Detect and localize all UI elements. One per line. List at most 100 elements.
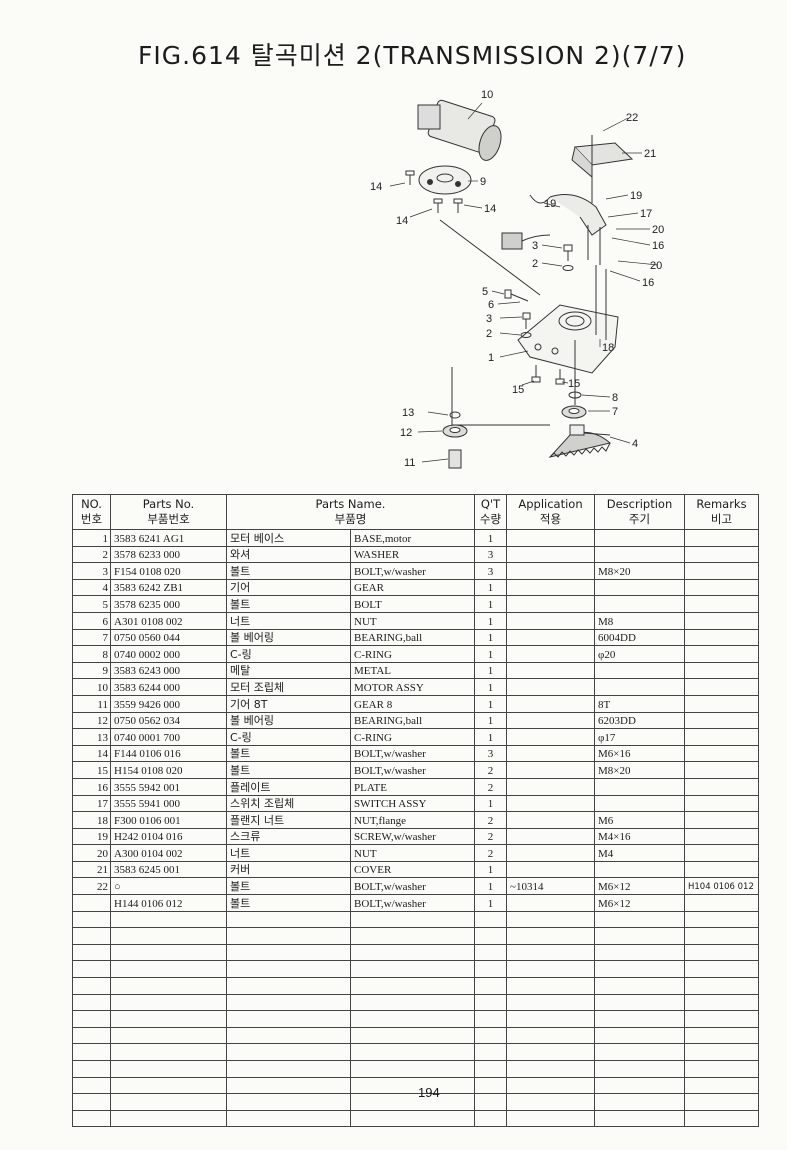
- exploded-parts-diagram: 10 22 21 9 14 14 14 19 19 17 20 16 3 2 2…: [370, 89, 664, 469]
- empty-cell: [506, 1043, 595, 1061]
- empty-cell: [594, 1043, 685, 1061]
- empty-cell: [110, 1109, 227, 1128]
- empty-cell: [226, 977, 351, 995]
- cell-app: [506, 894, 595, 912]
- callout-22: 22: [626, 112, 638, 124]
- callout-5: 5: [482, 286, 488, 298]
- cell-en: BASE,motor: [350, 529, 475, 547]
- cell-kr: C-링: [226, 728, 351, 746]
- cell-part: 0750 0560 044: [110, 628, 227, 647]
- empty-cell: [72, 1026, 111, 1045]
- empty-cell: [684, 1060, 759, 1078]
- cell-no: 11: [72, 694, 111, 713]
- cell-part: 3578 6233 000: [110, 545, 227, 564]
- cell-rem: [684, 545, 759, 564]
- cell-en: C-RING: [350, 728, 475, 746]
- cell-kr: 기어: [226, 578, 351, 597]
- empty-cell: [474, 1026, 507, 1045]
- cell-desc: [594, 777, 685, 796]
- cell-kr: 플레이트: [226, 777, 351, 796]
- cell-qty: 1: [474, 595, 507, 613]
- cell-qty: 1: [474, 661, 507, 680]
- cell-part: A300 0104 002: [110, 844, 227, 862]
- cell-qty: 3: [474, 545, 507, 564]
- cell-app: [506, 811, 595, 829]
- callout-8: 8: [612, 392, 618, 404]
- page-number: 194: [418, 1085, 440, 1100]
- cell-en: METAL: [350, 661, 475, 680]
- cell-rem: [684, 595, 759, 613]
- cell-app: [506, 827, 595, 846]
- cell-kr: 볼트: [226, 744, 351, 763]
- cell-part: 0740 0001 700: [110, 728, 227, 746]
- cell-part: 0750 0562 034: [110, 711, 227, 730]
- cell-no: 12: [72, 711, 111, 730]
- empty-cell: [594, 1026, 685, 1045]
- empty-cell: [506, 910, 595, 929]
- cell-part: 3583 6243 000: [110, 661, 227, 680]
- empty-cell: [506, 977, 595, 995]
- cell-no: 10: [72, 678, 111, 696]
- cell-part: F144 0106 016: [110, 744, 227, 763]
- cell-part: 3583 6241 AG1: [110, 529, 227, 547]
- callout-14: 14: [484, 203, 496, 215]
- cell-qty: 1: [474, 711, 507, 730]
- empty-table-row: [72, 977, 759, 995]
- cell-qty: 1: [474, 628, 507, 647]
- cell-kr: 모터 조립체: [226, 678, 351, 696]
- empty-cell: [474, 910, 507, 929]
- cell-app: [506, 728, 595, 746]
- cell-app: [506, 562, 595, 580]
- cell-rem: [684, 844, 759, 862]
- cell-en: WASHER: [350, 545, 475, 564]
- cell-part: 3578 6235 000: [110, 595, 227, 613]
- empty-cell: [72, 1043, 111, 1061]
- empty-cell: [226, 1043, 351, 1061]
- callout-17: 17: [640, 208, 652, 220]
- callout-13: 13: [402, 407, 414, 419]
- empty-cell: [226, 993, 351, 1012]
- callout-7: 7: [612, 406, 618, 418]
- cell-app: [506, 645, 595, 663]
- callout-15: 15: [568, 378, 580, 390]
- cell-app: [506, 661, 595, 680]
- empty-table-row: [72, 1093, 759, 1111]
- cell-qty: 3: [474, 562, 507, 580]
- cell-qty: 1: [474, 611, 507, 630]
- empty-cell: [226, 1010, 351, 1028]
- cell-no: 7: [72, 628, 111, 647]
- empty-cell: [594, 910, 685, 929]
- cell-rem: [684, 694, 759, 713]
- cell-app: [506, 628, 595, 647]
- empty-cell: [684, 910, 759, 929]
- cell-app: [506, 694, 595, 713]
- callout-1: 1: [488, 352, 494, 364]
- cell-rem: [684, 811, 759, 829]
- callout-3: 3: [486, 313, 492, 325]
- cell-desc: [594, 529, 685, 547]
- cell-qty: 3: [474, 744, 507, 763]
- empty-cell: [474, 1043, 507, 1061]
- cell-desc: [594, 545, 685, 564]
- cell-qty: 1: [474, 529, 507, 547]
- cell-desc: M8×20: [594, 562, 685, 580]
- empty-cell: [72, 910, 111, 929]
- cell-kr: 볼트: [226, 562, 351, 580]
- empty-table-row: [72, 910, 759, 929]
- cell-qty: 2: [474, 827, 507, 846]
- empty-cell: [72, 927, 111, 945]
- callout-2: 2: [486, 328, 492, 340]
- callout-3: 3: [532, 240, 538, 252]
- empty-cell: [110, 943, 227, 962]
- empty-cell: [226, 927, 351, 945]
- cell-en: BOLT,w/washer: [350, 761, 475, 779]
- empty-cell: [110, 1010, 227, 1028]
- cell-rem: [684, 578, 759, 597]
- cell-app: [506, 794, 595, 813]
